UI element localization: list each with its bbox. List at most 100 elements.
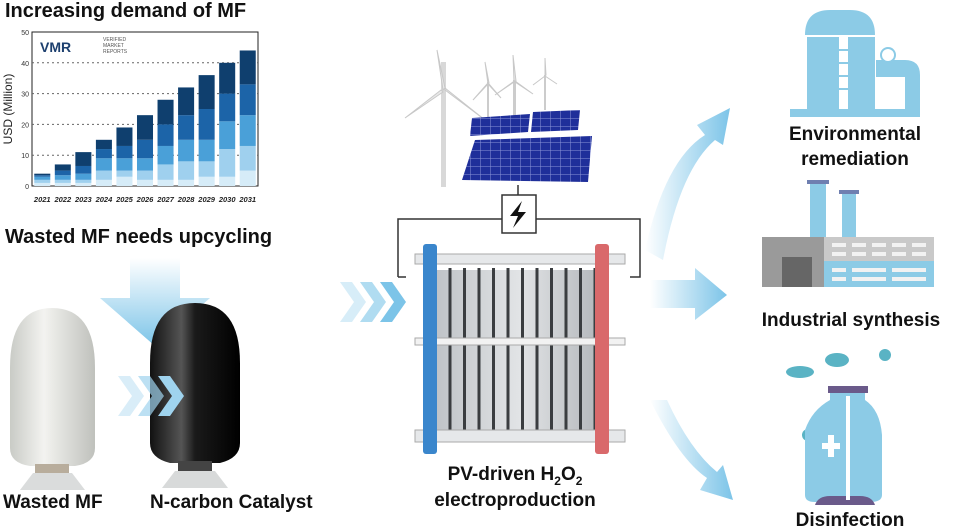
subscript: 2 (554, 473, 561, 488)
bar-segment (54, 182, 71, 186)
bar-segment (136, 158, 154, 171)
bar-segment (136, 179, 154, 186)
bar-segment (75, 182, 92, 186)
pv-label-line2: electroproduction (434, 490, 596, 511)
bar-segment (219, 149, 236, 177)
y-tick-label: 20 (21, 122, 29, 129)
bar-segment (239, 50, 256, 85)
bar-segment (239, 115, 256, 146)
y-tick-label: 50 (21, 30, 29, 37)
y-tick-label: 0 (25, 184, 29, 191)
bar-segment (75, 173, 92, 180)
bar-segment (157, 145, 174, 165)
wasted-mf-bottle (10, 308, 95, 490)
bar-segment (95, 170, 112, 180)
x-tick-label: 2031 (238, 195, 256, 204)
subscript: 2 (575, 473, 583, 488)
industrial-label: Industrial synthesis (761, 310, 941, 331)
wasted-mf-label: Wasted MF (3, 492, 103, 513)
pv-label-line1: PV-driven H2O2 (440, 464, 590, 488)
bar-segment (198, 109, 215, 140)
wind-turbine-icon (404, 49, 558, 187)
bar-segment (219, 121, 236, 150)
bar-segment (75, 152, 92, 166)
bar-segment (116, 170, 133, 177)
bar-segment (116, 158, 133, 171)
logo-text: VERIFIED (103, 37, 126, 43)
factory-icon (762, 180, 934, 287)
catalyst-label: N-carbon Catalyst (150, 492, 313, 513)
pv-text: O (560, 464, 576, 485)
bar-segment (198, 176, 215, 186)
chevron-arrows-icon (118, 376, 184, 416)
bar-segment (198, 75, 215, 109)
bar-segment (219, 176, 236, 186)
bar-segment (178, 179, 195, 186)
disinfection-label: Disinfection (795, 510, 905, 531)
bar-segment (34, 179, 51, 183)
bar-segment (157, 179, 174, 186)
bar-segment (116, 176, 133, 186)
bar-segment (136, 139, 154, 159)
environmental-remediation-icon (790, 10, 920, 117)
x-tick-label: 2026 (136, 195, 155, 204)
logo-text: MARKET (103, 43, 124, 49)
output-arrows-icon (645, 108, 733, 500)
logo-text: REPORTS (103, 49, 128, 55)
y-tick-label: 30 (21, 92, 29, 99)
bar-segment (95, 158, 112, 171)
x-tick-label: 2025 (115, 195, 134, 204)
bar-segment (219, 62, 236, 94)
lightning-icon (510, 201, 526, 228)
bar-segment (34, 173, 51, 176)
bar-segment (136, 170, 154, 180)
bar-segment (95, 149, 112, 159)
chart-title: Increasing demand of MF (5, 0, 247, 22)
bar-segment (34, 182, 51, 186)
down-arrow-icon (100, 258, 210, 346)
bar-segment (75, 165, 92, 174)
environmental-label-1: Environmental (789, 124, 921, 145)
bar-segment (239, 84, 256, 116)
environmental-label-2: remediation (801, 149, 909, 170)
solar-panel-icon (462, 110, 592, 182)
bar-segment (198, 161, 215, 177)
upcycling-heading: Wasted MF needs upcycling (5, 226, 273, 248)
vmr-logo: VMR (40, 39, 71, 55)
bar-segment (157, 124, 174, 146)
pv-text: PV-driven H (447, 464, 555, 485)
chevron-arrows-icon (340, 282, 406, 322)
bar-segment (54, 179, 71, 183)
x-tick-label: 2024 (95, 195, 114, 204)
bar-segment (239, 145, 256, 171)
bar-segment (136, 115, 154, 140)
bar-segment (178, 115, 195, 140)
bar-segment (54, 175, 71, 180)
x-tick-label: 2021 (33, 195, 51, 204)
bar-segment (178, 139, 195, 162)
x-tick-label: 2028 (177, 195, 196, 204)
x-tick-label: 2023 (74, 195, 93, 204)
bar-segment (116, 145, 133, 159)
bar-segment (34, 175, 51, 177)
bar-segment (95, 139, 112, 150)
bar-segment (239, 170, 256, 186)
y-tick-label: 10 (21, 153, 29, 160)
bar-segment (178, 87, 195, 116)
n-carbon-catalyst-bottle (150, 303, 240, 488)
bar-segment (198, 139, 215, 162)
bar-segment (157, 99, 174, 125)
x-tick-label: 2029 (197, 195, 216, 204)
bar-segment (219, 93, 236, 122)
x-tick-label: 2027 (156, 195, 175, 204)
bar-segment (54, 170, 71, 176)
disinfection-bottle-icon (786, 349, 891, 505)
bar-segment (75, 179, 92, 183)
bar-segment (95, 179, 112, 186)
electrolyzer-stack (414, 244, 626, 454)
y-axis-label: USD (Million) (1, 74, 15, 145)
circuit-wire (397, 185, 641, 278)
bar-segment (54, 164, 71, 171)
